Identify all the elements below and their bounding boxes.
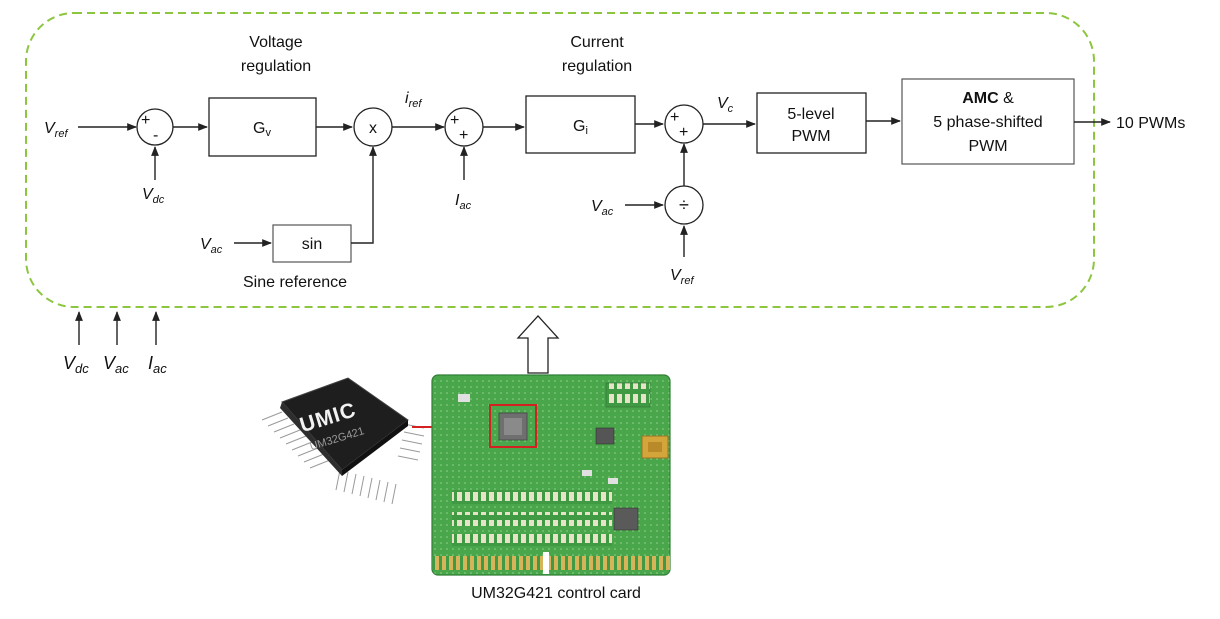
- sin-to-mult-arrow: [351, 146, 377, 244]
- amc-line3: PWM: [968, 138, 1007, 155]
- card-to-controller-arrow: [516, 315, 560, 374]
- current-regulation-title-line1: Current: [570, 34, 624, 51]
- sin-label: sin: [302, 236, 322, 253]
- amc-block: [901, 78, 1075, 165]
- multiplier-symbol: x: [369, 120, 377, 137]
- vref-div-input-label: Vref: [670, 267, 694, 287]
- current-regulation-title-line2: regulation: [562, 58, 632, 75]
- input-vdc-label: Vdc: [63, 353, 89, 376]
- sum3-plus-left: +: [670, 109, 679, 126]
- gv-label: Gv: [253, 120, 271, 139]
- control-card-caption: UM32G421 control card: [471, 585, 641, 602]
- vac-div-input-label: Vac: [591, 198, 614, 218]
- vc-label: Vc: [717, 95, 734, 115]
- iref-label: iref: [405, 90, 422, 110]
- sum2-plus-left: +: [450, 112, 459, 129]
- mcu-chip: UMIC UM32G421: [261, 377, 425, 505]
- iac-feedback-label: Iac: [455, 192, 472, 212]
- amc-line1: AMC &: [962, 90, 1014, 107]
- input-iac-label: Iac: [148, 353, 167, 376]
- gi-block: [525, 95, 636, 154]
- pwm-5-level-line1: 5-level: [787, 106, 834, 123]
- pwm-5-level-line2: PWM: [791, 128, 830, 145]
- vac-sine-input-label: Vac: [200, 236, 223, 256]
- control-card-board: [431, 374, 671, 576]
- sum3-plus-bottom: +: [679, 124, 688, 141]
- vref-input-label: Vref: [44, 120, 68, 140]
- sum1-plus: +: [141, 112, 150, 129]
- sum1-minus: -: [153, 127, 158, 144]
- gi-label: Gi: [573, 118, 588, 137]
- vdc-feedback-label: Vdc: [142, 186, 165, 206]
- voltage-regulation-title-line1: Voltage: [249, 34, 302, 51]
- output-label: 10 PWMs: [1116, 115, 1185, 132]
- controller-boundary: [25, 12, 1095, 308]
- amc-line2: 5 phase-shifted: [933, 114, 1042, 131]
- sine-reference-label: Sine reference: [243, 274, 347, 291]
- sum2-plus-bottom: +: [459, 127, 468, 144]
- pwm-5-level-block: [756, 92, 867, 154]
- input-vac-label: Vac: [103, 353, 129, 376]
- voltage-regulation-title-line2: regulation: [241, 58, 311, 75]
- divider-symbol: ÷: [679, 195, 689, 215]
